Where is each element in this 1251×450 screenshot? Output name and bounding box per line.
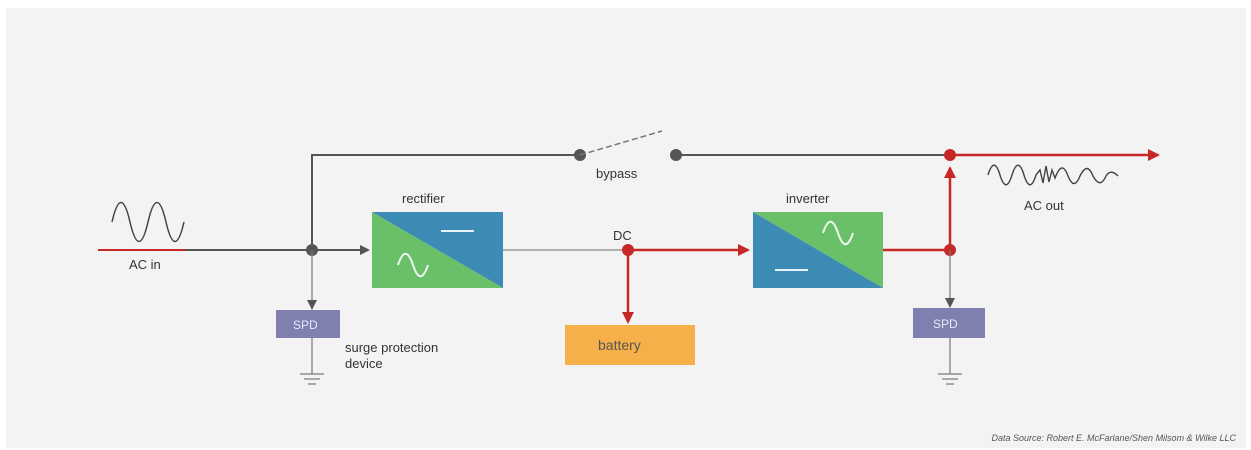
- ac-in-sine-wave-icon: [111, 201, 185, 243]
- ac-out-label: AC out: [1024, 198, 1064, 213]
- switch-icon: [579, 130, 663, 156]
- ground-icon-right: [938, 373, 962, 385]
- bypass-wire-left: [311, 154, 580, 250]
- spd-right-label: SPD: [933, 317, 958, 331]
- inverter-sine-icon: [822, 220, 854, 246]
- battery-box: [565, 325, 695, 365]
- ac-in-label: AC in: [129, 257, 161, 272]
- inverter-label: inverter: [786, 191, 830, 206]
- inverter-box: [753, 212, 883, 288]
- spd-left-label: SPD: [293, 318, 318, 332]
- battery-label: battery: [598, 337, 641, 353]
- ground-icon: [300, 373, 324, 385]
- bypass-label: bypass: [596, 166, 638, 181]
- ac-out-wave-icon: [987, 164, 1119, 186]
- data-source-caption: Data Source: Robert E. McFarlane/Shen Mi…: [991, 433, 1236, 443]
- spd-right-box: [913, 308, 985, 338]
- diagram-background: [6, 8, 1246, 448]
- surge-label-line1: surge protection: [345, 340, 438, 355]
- spd-left-box: [276, 310, 340, 338]
- rectifier-label: rectifier: [402, 191, 445, 206]
- dc-label: DC: [613, 228, 632, 243]
- rectifier-sine-icon: [397, 252, 429, 278]
- surge-label-line2: device: [345, 356, 383, 371]
- rectifier-box: [372, 212, 503, 288]
